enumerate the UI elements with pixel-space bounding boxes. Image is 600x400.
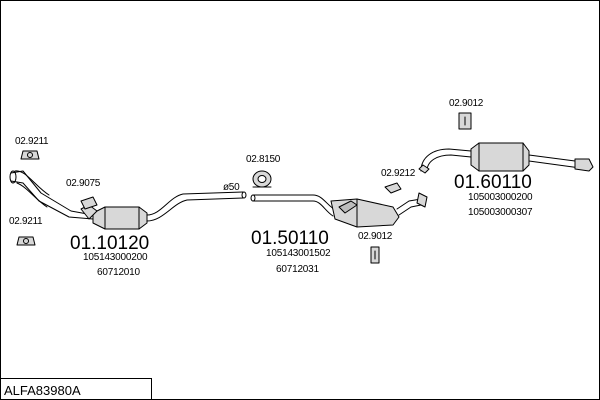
accessory-label-02-9012-bottom: 02.9012 xyxy=(358,231,393,242)
accessory-02-9211-top xyxy=(20,150,40,160)
front-downpipe xyxy=(9,170,94,220)
accessory-02-9212 xyxy=(384,182,402,194)
accessory-02-9012-top xyxy=(458,112,472,130)
part-number: ALFA83980A xyxy=(4,383,81,398)
accessory-label-02-9212: 02.9212 xyxy=(381,168,416,179)
front-muffler xyxy=(80,204,148,230)
accessory-label-02-9211-top: 02.9211 xyxy=(15,136,49,147)
accessory-label-02-9211-bottom: 02.9211 xyxy=(9,216,43,227)
part-number-box: ALFA83980A xyxy=(1,378,152,399)
component-ref-front-1: 105143000200 xyxy=(83,252,148,263)
component-ref-center-1: 105143001502 xyxy=(266,248,331,259)
middle-pipe xyxy=(146,191,247,222)
accessory-label-02-9075: 02.9075 xyxy=(66,178,101,189)
component-code-rear: 01.60110 xyxy=(454,172,532,193)
component-ref-center-2: 60712031 xyxy=(276,264,319,275)
accessory-02-9012-bottom xyxy=(370,246,380,264)
component-code-front: 01.10120 xyxy=(70,233,150,254)
center-muffler-assembly xyxy=(250,192,428,228)
accessory-label-02-9012-top: 02.9012 xyxy=(449,98,484,109)
rear-muffler-assembly xyxy=(418,142,594,174)
accessory-label-02-8150: 02.8150 xyxy=(246,154,281,165)
accessory-02-9075 xyxy=(80,196,98,210)
component-ref-rear-2: 105003000307 xyxy=(468,207,533,218)
accessory-02-9211-bottom xyxy=(16,236,36,246)
accessory-02-8150 xyxy=(252,170,272,188)
component-ref-rear-1: 105003000200 xyxy=(468,192,533,203)
component-code-center: 01.50110 xyxy=(251,228,329,249)
component-ref-front-2: 60712010 xyxy=(97,267,140,278)
diameter-label: ø50 xyxy=(223,182,240,193)
